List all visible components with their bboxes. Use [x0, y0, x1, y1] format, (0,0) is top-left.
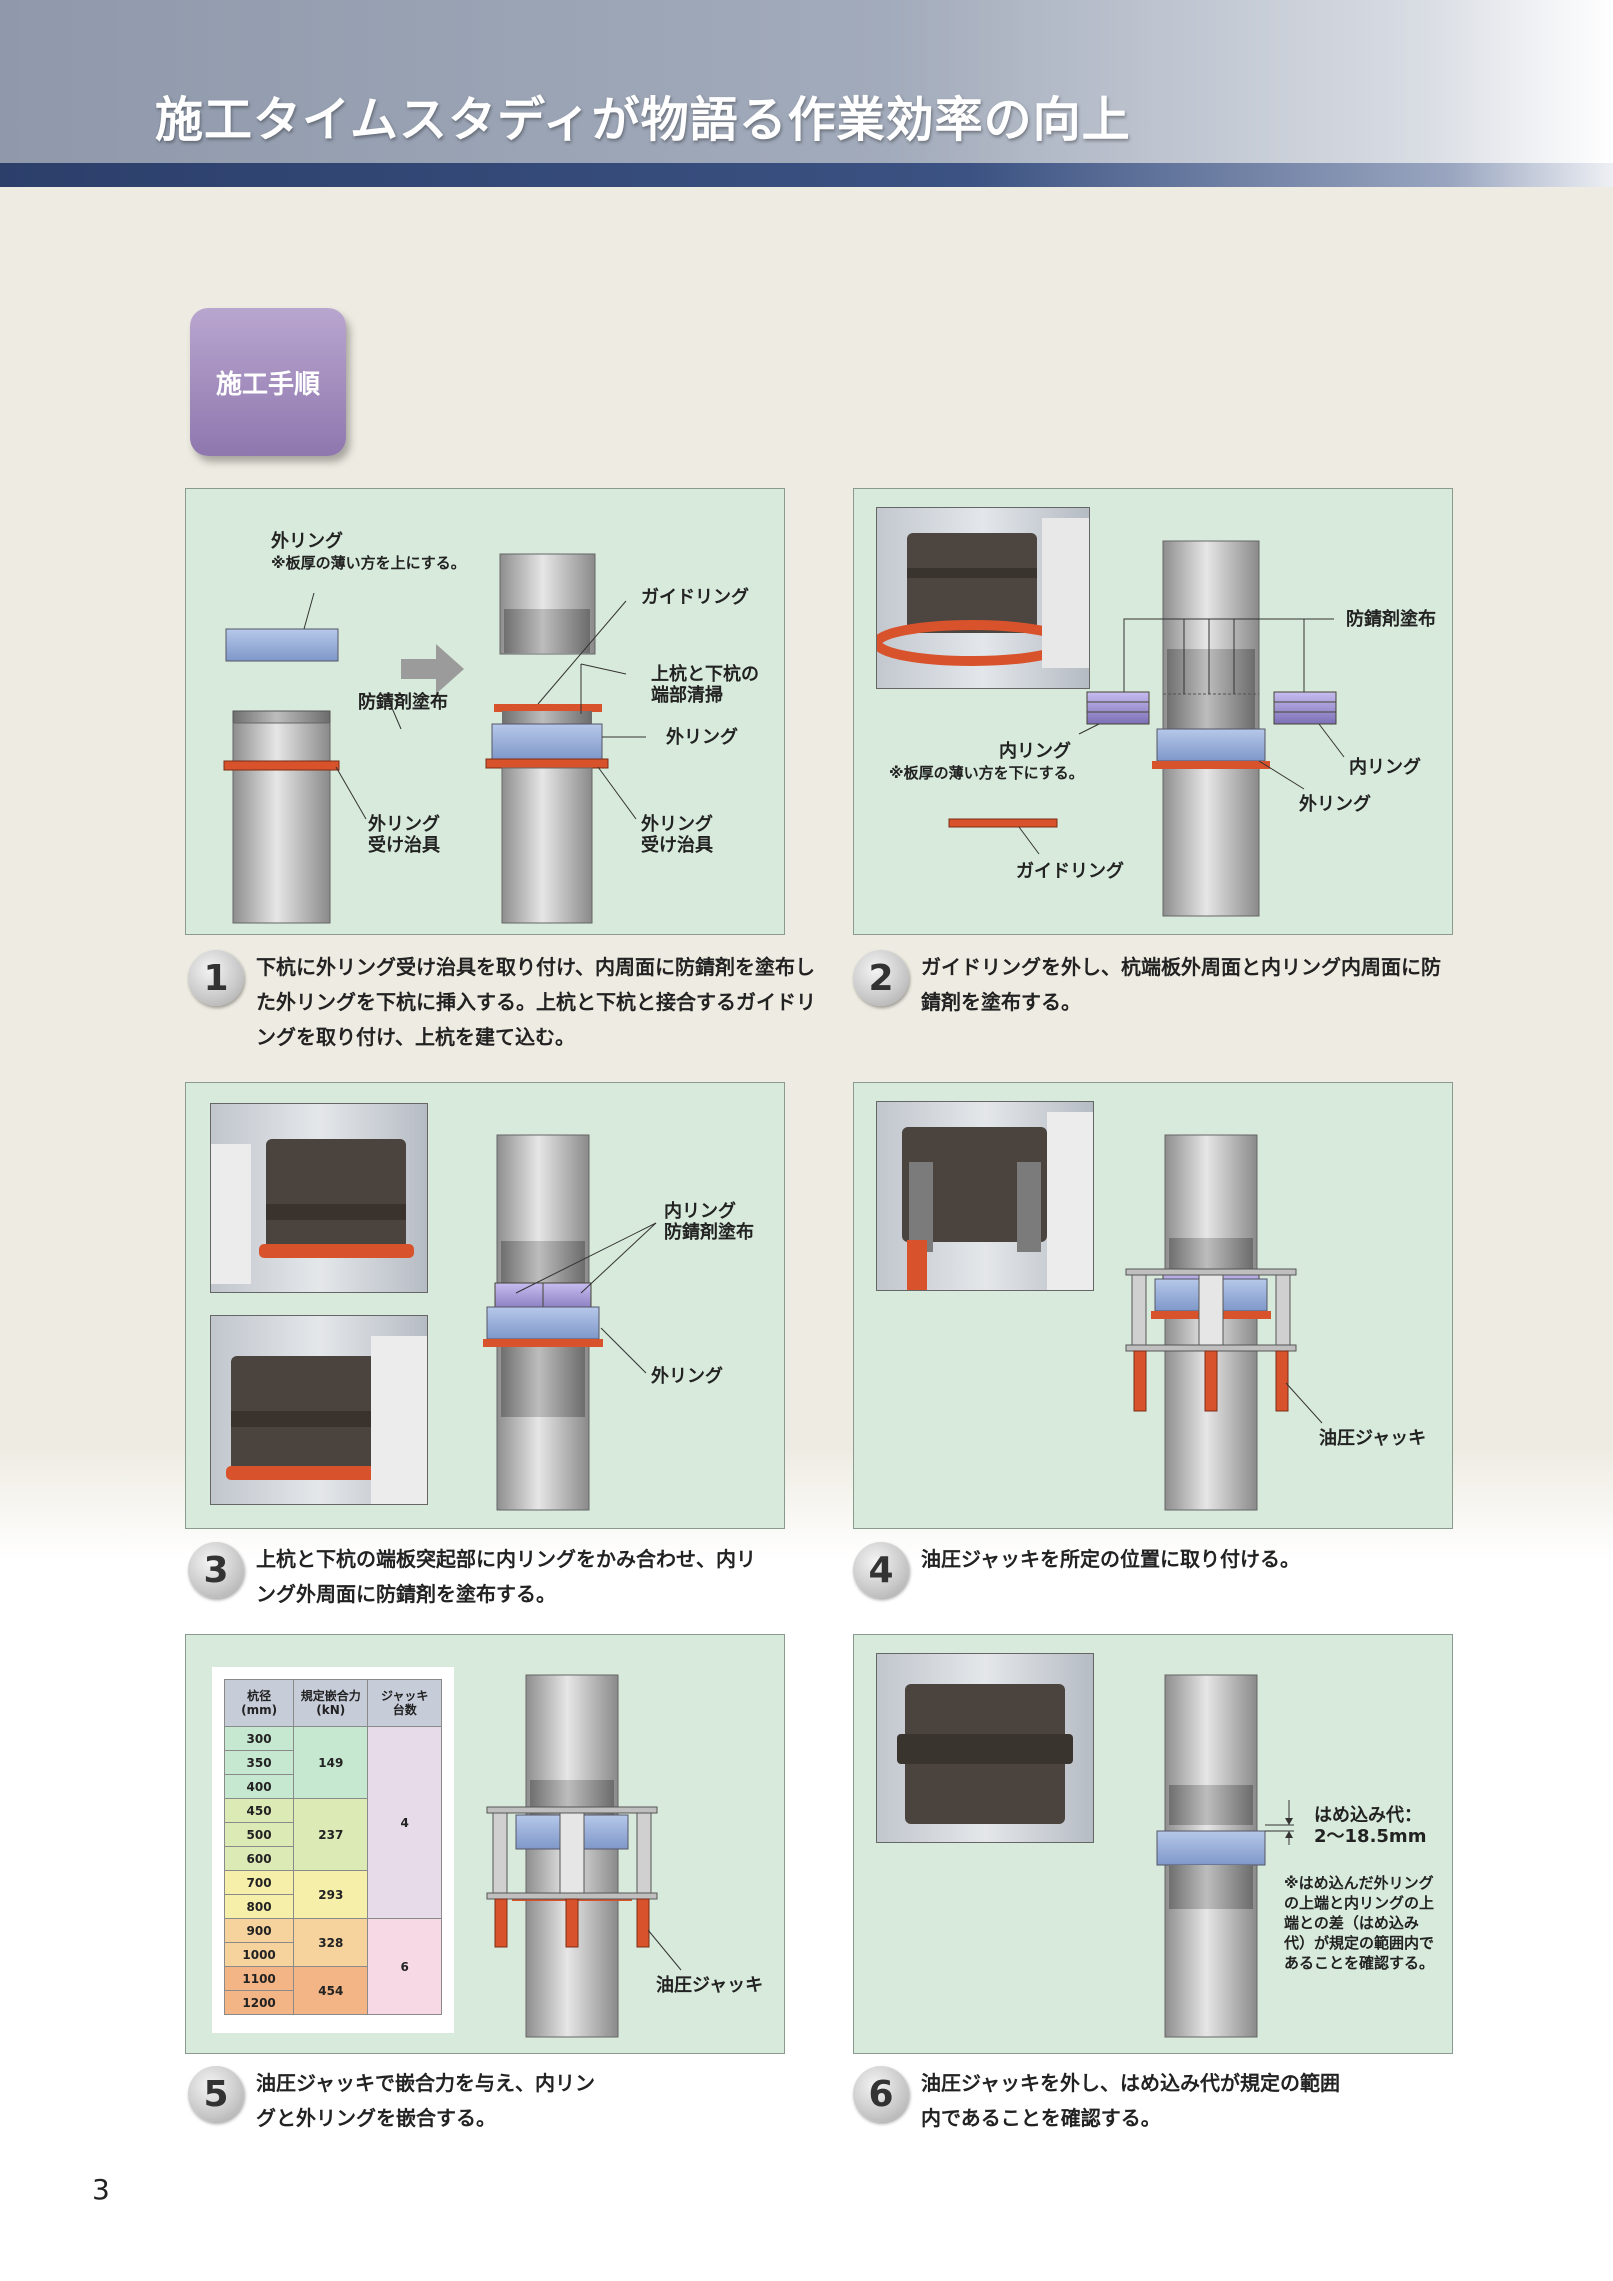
label-outer-ring: 外リング — [271, 531, 343, 552]
spec-table: 杭径 (mm) 規定嵌合力 (kN) ジャッキ 台数 300 149 4 350… — [223, 1679, 442, 2015]
label-guide-ring-2: ガイドリング — [1016, 861, 1124, 882]
spec-header-diameter: 杭径 (mm) — [223, 1679, 295, 1727]
step-number: 5 — [188, 2066, 244, 2122]
section-badge: 施工手順 — [190, 308, 346, 456]
spec-diameter-cell: 500 — [223, 1822, 295, 1847]
label-anticorrosion: 防錆剤塗布 — [358, 692, 448, 713]
spec-diameter-cell: 1200 — [223, 1990, 295, 2015]
spec-table-box: 杭径 (mm) 規定嵌合力 (kN) ジャッキ 台数 300 149 4 350… — [212, 1667, 454, 2033]
label-cleaning: 上杭と下杭の 端部清掃 — [651, 664, 759, 706]
step3-photo-top — [210, 1103, 428, 1293]
spec-diameter-cell: 900 — [223, 1918, 295, 1943]
label-outer-ring-4: 外リング — [651, 1366, 723, 1387]
spec-diameter-cell: 400 — [223, 1774, 295, 1799]
step-number: 4 — [853, 1542, 909, 1598]
spec-jack-cell: 6 — [367, 1918, 442, 2015]
label-inner-ring-right: 内リング — [1349, 757, 1421, 778]
label-guide-ring: ガイドリング — [641, 587, 749, 608]
spec-diameter-cell: 450 — [223, 1798, 295, 1823]
step-number: 1 — [188, 950, 244, 1006]
step5-diagram-panel: 杭径 (mm) 規定嵌合力 (kN) ジャッキ 台数 300 149 4 350… — [185, 1634, 785, 2054]
step4-photo — [876, 1101, 1094, 1291]
step3-diagram-panel: 内リング 防錆剤塗布 外リング — [185, 1082, 785, 1529]
step2-diagram-panel: 防錆剤塗布 内リング ※板厚の薄い方を下にする。 内リング 外リング ガイドリン… — [853, 488, 1453, 935]
header-band — [0, 163, 1613, 187]
spec-force-cell: 237 — [293, 1798, 369, 1871]
step-number: 6 — [853, 2066, 909, 2122]
label-outer-ring-2: 外リング — [666, 727, 738, 748]
label-jack: 油圧ジャッキ — [1319, 1428, 1427, 1449]
spec-header-force: 規定嵌合力 (kN) — [293, 1679, 369, 1727]
step-text: 油圧ジャッキを所定の位置に取り付ける。 — [921, 1547, 1300, 1571]
step-text: 油圧ジャッキで嵌合力を与え、内リングと外リングを嵌合する。 — [256, 2071, 595, 2130]
spec-force-cell: 293 — [293, 1870, 369, 1919]
spec-header-jacks: ジャッキ 台数 — [367, 1679, 442, 1727]
spec-diameter-cell: 300 — [223, 1726, 295, 1751]
step1-diagram-panel: 外リング ※板厚の薄い方を上にする。 防錆剤塗布 外リング 受け治具 ガイドリン… — [185, 488, 785, 935]
step-text: ガイドリングを外し、杭端板外周面と内リング内周面に防錆剤を塗布する。 — [921, 955, 1441, 1014]
step-text: 油圧ジャッキを外し、はめ込み代が規定の範囲内であることを確認する。 — [921, 2071, 1340, 2130]
page-title: 施工タイムスタディが物語る作業効率の向上 — [155, 92, 1131, 148]
label-inner-ring-anticorrosion: 内リング 防錆剤塗布 — [664, 1201, 754, 1243]
step2-photo — [876, 507, 1090, 689]
label-jig: 外リング 受け治具 — [368, 814, 440, 856]
label-jack-2: 油圧ジャッキ — [656, 1975, 764, 1996]
label-anticorrosion-2: 防錆剤塗布 — [1346, 609, 1436, 630]
spec-diameter-cell: 600 — [223, 1846, 295, 1871]
spec-diameter-cell: 800 — [223, 1894, 295, 1919]
label-fit-allowance: はめ込み代： 2〜18.5mm — [1314, 1805, 1427, 1847]
label-jig-2: 外リング 受け治具 — [641, 814, 713, 856]
step-text: 下杭に外リング受け治具を取り付け、内周面に防錆剤を塗布した外リングを下杭に挿入す… — [256, 955, 816, 1049]
step3-photo-bottom — [210, 1315, 428, 1505]
step4-diagram-panel: 油圧ジャッキ — [853, 1082, 1453, 1529]
spec-force-cell: 454 — [293, 1966, 369, 2015]
label-outer-ring-3: 外リング — [1299, 794, 1371, 815]
step6-diagram-panel: はめ込み代： 2〜18.5mm ※はめ込んだ外リング の上端と内リングの上 端と… — [853, 1634, 1453, 2054]
label-fit-note: ※はめ込んだ外リング の上端と内リングの上 端との差（はめ込み 代）が規定の範囲… — [1284, 1874, 1435, 1972]
step6-photo — [876, 1653, 1094, 1843]
spec-diameter-cell: 1100 — [223, 1966, 295, 1991]
spec-jack-cell: 4 — [367, 1726, 442, 1919]
label-inner-ring-note: ※板厚の薄い方を下にする。 — [889, 764, 1084, 782]
page-header: 施工タイムスタディが物語る作業効率の向上 — [0, 0, 1613, 187]
label-inner-ring-left: 内リング — [999, 741, 1071, 762]
label-outer-ring-note: ※板厚の薄い方を上にする。 — [271, 554, 466, 572]
spec-force-cell: 149 — [293, 1726, 369, 1799]
step-number: 3 — [188, 1542, 244, 1598]
step-text: 上杭と下杭の端板突起部に内リングをかみ合わせ、内リング外周面に防錆剤を塗布する。 — [256, 1547, 756, 1606]
step-number: 2 — [853, 950, 909, 1006]
page-number: 3 — [92, 2173, 110, 2206]
